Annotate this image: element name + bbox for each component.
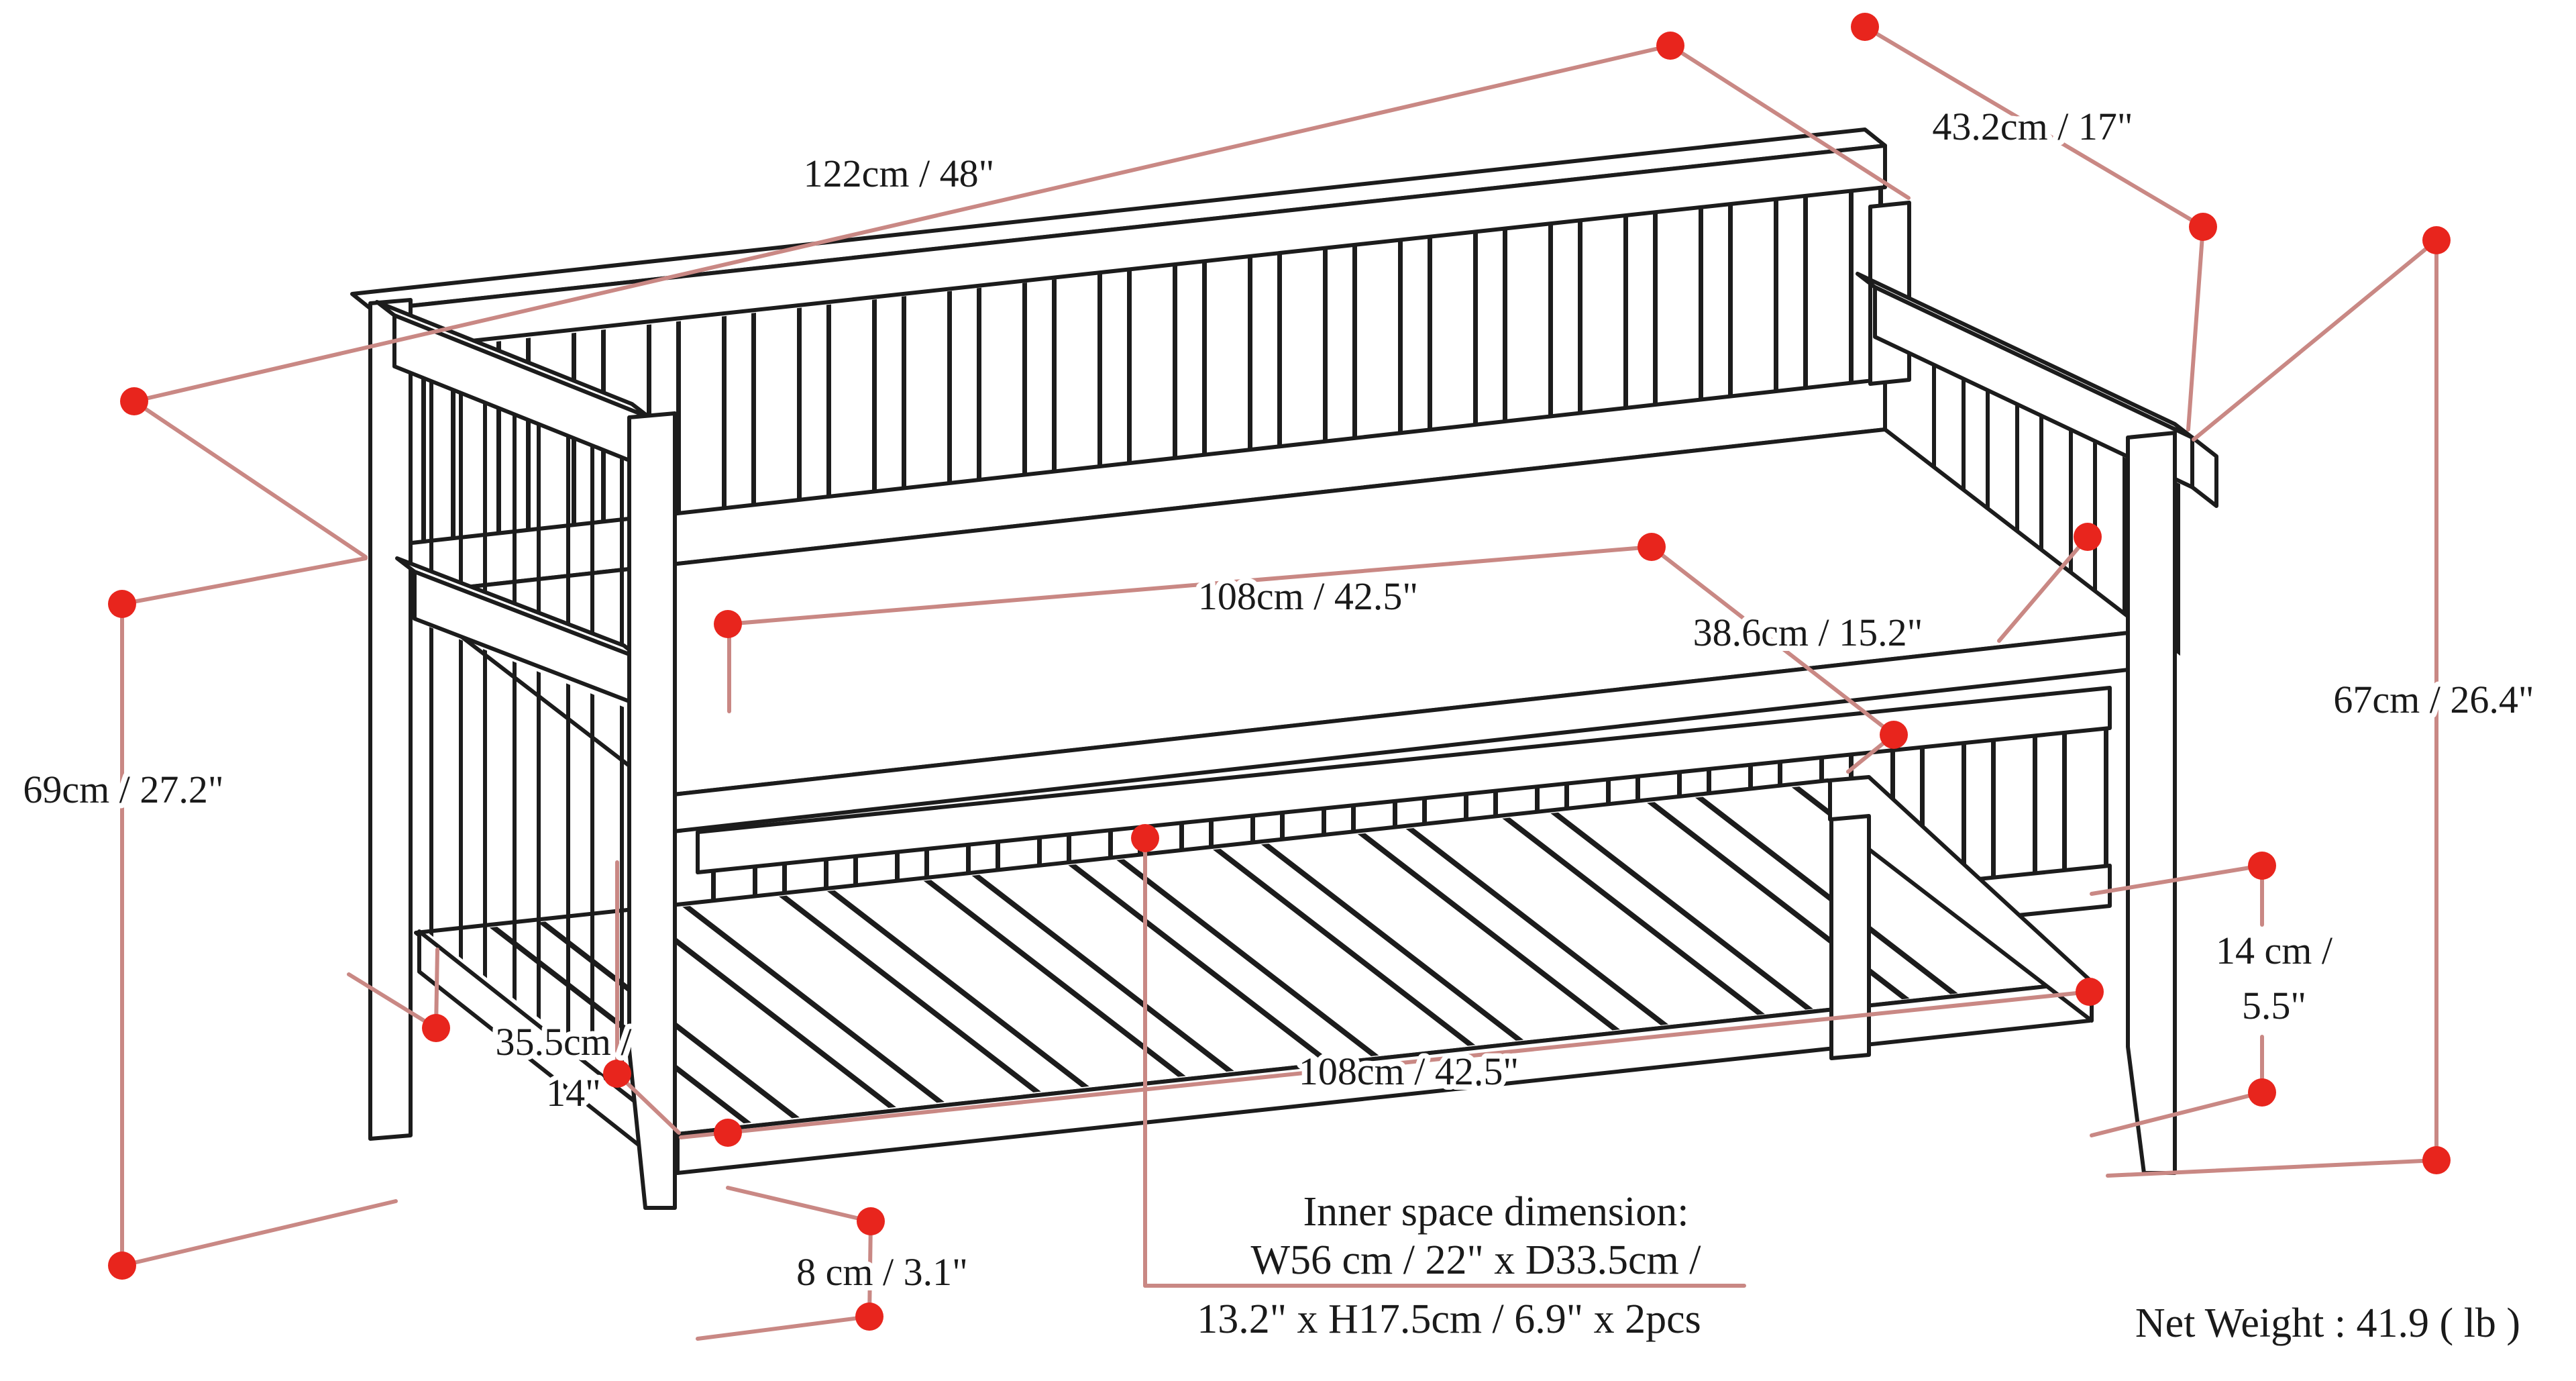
- marker-dot: [855, 1302, 883, 1331]
- left-arm-lower-slats: [423, 624, 665, 1115]
- marker-dot: [2422, 226, 2451, 254]
- leader-height-right-top: [2192, 238, 2438, 442]
- dim-shelf-rail-height-label-line2: 5.5": [2242, 984, 2306, 1027]
- leader-seat-corner: [1997, 535, 2090, 643]
- marker-dot: [857, 1207, 885, 1235]
- dim-opening-height-label-line2: 14": [546, 1071, 601, 1115]
- marker-dot: [2076, 978, 2104, 1006]
- leader-height-left-bottom: [120, 1199, 398, 1268]
- leader-height-left-top: [120, 556, 368, 606]
- marker-dot: [714, 610, 742, 638]
- dim-shelf-width-label: 108cm / 42.5": [1299, 1050, 1519, 1093]
- dim-overall-depth-label: 43.2cm / 17": [1932, 105, 2133, 148]
- marker-dot: [2074, 523, 2102, 551]
- leader-shelf-rail-top: [2090, 864, 2264, 896]
- dim-line-seat-depth: [1650, 545, 1896, 737]
- bench-line-art: [350, 127, 2218, 1210]
- dimension-markers: [108, 13, 2451, 1331]
- marker-dot: [1638, 533, 1666, 561]
- dim-opening-height-label-line1: 35.5cm /: [496, 1020, 633, 1064]
- dim-seat-width-label: 108cm / 42.5": [1198, 574, 1418, 618]
- dimension-labels: 122cm / 48" 43.2cm / 17" 108cm / 42.5" 3…: [17, 99, 2539, 1351]
- shelf-slats: [429, 784, 2085, 1130]
- backrest-slats: [406, 187, 1885, 544]
- dim-height-right-label: 67cm / 26.4": [2333, 678, 2534, 721]
- marker-dot: [2248, 852, 2276, 880]
- leader-leg-bottom: [696, 1315, 871, 1341]
- front-right-post: [2126, 431, 2177, 1175]
- left-back-post: [368, 298, 413, 1141]
- marker-dot: [2422, 1146, 2451, 1174]
- leader-depth-front: [2186, 225, 2205, 431]
- leader-width-left: [132, 399, 368, 559]
- marker-dot: [1131, 824, 1159, 852]
- leader-leg-top: [726, 1186, 873, 1223]
- leader-width-right: [1668, 44, 1911, 200]
- dim-height-left-label: 69cm / 27.2": [23, 768, 223, 811]
- dim-shelf-rail-height-label-line1: 14 cm /: [2216, 929, 2333, 972]
- front-left-post: [627, 411, 677, 1210]
- leader-opening-bottom: [615, 1072, 681, 1135]
- dimension-overlay: [120, 25, 2438, 1341]
- right-arm-cap: [2190, 436, 2218, 508]
- marker-dot: [2248, 1078, 2276, 1107]
- back-right-leg: [1829, 814, 1871, 1060]
- dim-line-seat-width: [726, 545, 1654, 626]
- leader-height-right-bottom: [2106, 1158, 2438, 1178]
- dim-line-overall-depth: [1863, 25, 2205, 229]
- dim-line-leg-height: [867, 1219, 873, 1319]
- dim-seat-depth-label: 38.6cm / 15.2": [1693, 611, 1923, 654]
- dim-overall-width-label: 122cm / 48": [804, 152, 995, 195]
- marker-dot: [2189, 213, 2217, 241]
- inner-space-label-line3: 13.2" x H17.5cm / 6.9" x 2pcs: [1197, 1296, 1701, 1342]
- marker-dot: [108, 590, 136, 618]
- marker-dot: [603, 1060, 631, 1088]
- leader-opening-rail: [347, 972, 438, 1030]
- dim-leg-height-label: 8 cm / 3.1": [796, 1250, 968, 1294]
- leader-shelf-rail-bottom: [2090, 1090, 2264, 1137]
- marker-dot: [422, 1014, 450, 1042]
- inner-space-label-line2: W56 cm / 22" x D33.5cm /: [1250, 1237, 1701, 1283]
- net-weight-label: Net Weight : 41.9 ( lb ): [2135, 1300, 2520, 1346]
- marker-dot: [1851, 13, 1879, 41]
- inner-space-label-line1: Inner space dimension:: [1303, 1189, 1688, 1235]
- right-arm-slats: [1912, 356, 2190, 663]
- marker-dot: [1880, 721, 1908, 749]
- marker-dot: [120, 387, 148, 415]
- marker-dot: [1656, 32, 1684, 60]
- marker-dot: [714, 1119, 742, 1147]
- dim-line-overall-width: [132, 44, 1672, 403]
- marker-dot: [108, 1251, 136, 1280]
- dim-line-shelf-width: [679, 990, 2092, 1139]
